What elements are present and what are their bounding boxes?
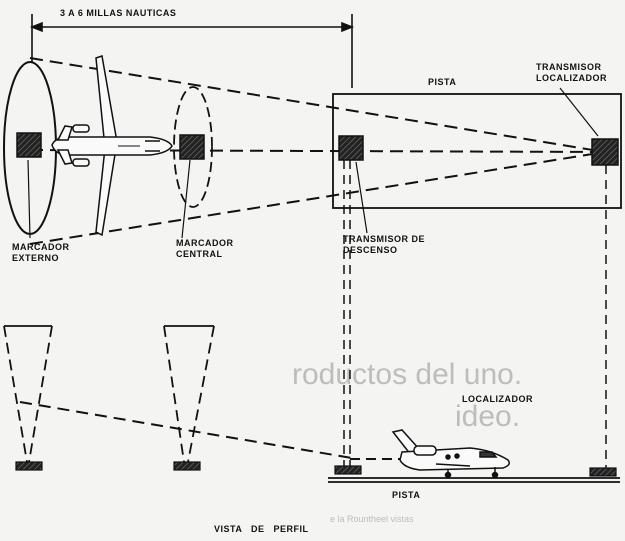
middle-marker-label: MARCADOR CENTRAL [176, 238, 234, 260]
projection-lines [343, 160, 607, 468]
middle-marker-ground [173, 461, 201, 471]
localizer-transmitter [591, 138, 619, 166]
localizer-tx-label: TRANSMISOR LOCALIZADOR [536, 62, 607, 84]
airplane-top-view [51, 55, 173, 237]
glideslope-label: TRANSMISOR DE DESCENSO [343, 234, 425, 256]
localizer-ground [589, 467, 617, 477]
leader-lines [27, 87, 599, 239]
airplane-side-view [391, 429, 510, 479]
localizer-label: LOCALIZADOR [462, 394, 533, 404]
glide-path [19, 401, 353, 459]
bleed-text-2: ideo. [455, 400, 521, 433]
outer-marker [16, 132, 42, 158]
middle-marker-zone [173, 86, 213, 208]
distance-dimension [29, 14, 355, 88]
middle-marker [179, 134, 205, 160]
bleed-text-1: roductos del uno. [292, 358, 523, 391]
runway-profile [328, 477, 620, 483]
outer-marker-label-line2: EXTERNO [12, 253, 60, 263]
middle-marker-label-line2: CENTRAL [176, 249, 223, 259]
runway-label-profile: PISTA [392, 490, 421, 500]
localizer-tx-label-line1: TRANSMISOR [536, 62, 602, 72]
glideslope-ground [334, 465, 362, 475]
localizer-beam [29, 57, 606, 245]
glideslope-transmitter [338, 135, 364, 161]
localizer-tx-label-line2: LOCALIZADOR [536, 73, 607, 83]
outer-marker-ground [15, 461, 43, 471]
runway-label-top: PISTA [428, 77, 457, 87]
bleed-footer: e la Rountheel vistas [330, 514, 414, 524]
glideslope-label-line1: TRANSMISOR DE [343, 234, 426, 244]
distance-label: 3 A 6 MILLAS NAUTICAS [60, 8, 177, 18]
profile-view-caption: VISTA DE PERFIL [214, 524, 309, 534]
outer-marker-label-line1: MARCADOR [12, 242, 70, 252]
outer-marker-label: MARCADOR EXTERNO [12, 242, 70, 264]
middle-marker-label-line1: MARCADOR [176, 238, 234, 248]
glideslope-label-line2: DESCENSO [343, 245, 398, 255]
marker-cones [3, 325, 215, 463]
